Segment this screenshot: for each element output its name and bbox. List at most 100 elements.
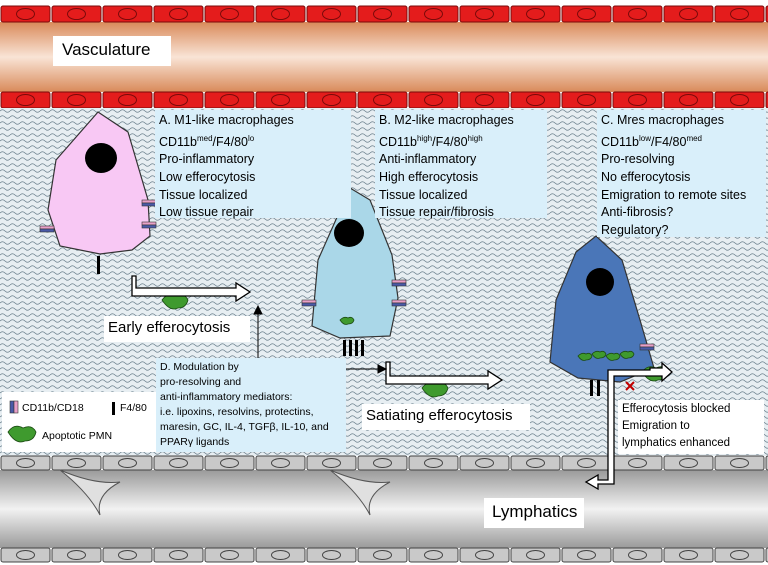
lymphatic-endothelial-cell-nucleus [373, 458, 392, 468]
early-efferocytosis-label-box [104, 316, 250, 342]
lymphatic-endothelial-cell-nucleus [220, 458, 239, 468]
lymphatic-endothelial-cell-nucleus [679, 550, 698, 560]
box-b-line-1: Anti-inflammatory [379, 152, 477, 167]
lymphatics-label: Lymphatics [492, 502, 578, 521]
lymphatic-endothelial-cell-nucleus [526, 458, 545, 468]
lymphatic-endothelial-cell-nucleus [475, 550, 494, 560]
lymphatic-endothelial-cell-nucleus [628, 458, 647, 468]
vasculature-label: Vasculature [62, 40, 151, 59]
lymphatic-endothelial-cell-nucleus [67, 550, 86, 560]
lymphatic-endothelial-cell-nucleus [730, 458, 749, 468]
box-d-line-5: maresin, GC, IL-4, TGFβ, IL-10, and [160, 421, 329, 433]
endothelial-cell-nucleus [526, 8, 545, 20]
m2-nucleus [334, 219, 364, 247]
box-b-marker: CD11bhigh/F4/80high [379, 133, 483, 149]
endothelial-cell-nucleus [577, 94, 596, 106]
legend-f480-symbol [112, 402, 115, 415]
endothelial-cell-nucleus [730, 94, 749, 106]
box-c-mres: C. Mres macrophages CD11blow/F4/80med Pr… [597, 110, 766, 237]
satiating-efferocytosis-arrow [385, 361, 504, 391]
endothelial-cell-nucleus [628, 94, 647, 106]
box-a-line-4: Low tissue repair [159, 205, 254, 220]
endothelial-cell-nucleus [424, 8, 443, 20]
blocked-mark [625, 381, 635, 391]
lymphatic-endothelial-cell-nucleus [475, 458, 494, 468]
endothelial-cell-nucleus [118, 8, 137, 20]
endothelial-cell-nucleus [169, 94, 188, 106]
box-a-m1: A. M1-like macrophages CD11bmed/F4/80lo … [155, 110, 351, 219]
endothelial-cell-nucleus [67, 8, 86, 20]
box-a-title: A. M1-like macrophages [159, 113, 294, 127]
box-b-line-2: High efferocytosis [379, 169, 479, 184]
box-b-m2: B. M2-like macrophages CD11bhigh/F4/80hi… [375, 110, 547, 219]
lymphatic-endothelial-cell-nucleus [271, 550, 290, 560]
box-d-line-6: PPARγ ligands [160, 436, 230, 448]
lymphatics-label-box [484, 498, 584, 528]
lymphatic-endothelial-cell-nucleus [628, 550, 647, 560]
lymphatic-endothelium-top [0, 455, 768, 471]
box-c-line-1: Pro-resolving [601, 152, 675, 167]
endothelial-cell-nucleus [475, 94, 494, 106]
lymphatic-endothelial-cell-nucleus [322, 458, 341, 468]
legend-pmn-symbol [7, 425, 37, 443]
lymphatic-endothelial-cell-nucleus [730, 550, 749, 560]
lymphatic-endothelial-cell-nucleus [169, 458, 188, 468]
box-d-line-3: anti-inflammatory mediators: [160, 391, 293, 403]
lymphatic-endothelial-cell-nucleus [169, 550, 188, 560]
early-efferocytosis-label: Early efferocytosis [108, 319, 231, 336]
cd11b-receptors [39, 199, 655, 351]
box-c-line-3: Emigration to remote sites [601, 187, 747, 202]
box-d-modulation: D. Modulation by pro-resolving and anti-… [156, 358, 346, 452]
mres-nucleus [586, 268, 614, 296]
lymphatic-endothelial-cell-nucleus [322, 550, 341, 560]
lymphatic-endothelial-cell-nucleus [118, 458, 137, 468]
lymphatic-endothelial-cell-nucleus [577, 550, 596, 560]
box-d-line-4: i.e. lipoxins, resolvins, protectins, [160, 406, 314, 418]
endothelial-cell-nucleus [118, 94, 137, 106]
box-c-line-5: Regulatory? [601, 222, 669, 237]
outcome-line-2: Emigration to [622, 420, 690, 432]
endothelial-cell-nucleus [475, 8, 494, 20]
lymphatic-endothelial-cell-nucleus [424, 458, 443, 468]
endothelial-cell-nucleus [577, 8, 596, 20]
lymphatic-endothelial-cell-nucleus [271, 458, 290, 468]
endothelial-cell-nucleus [322, 94, 341, 106]
lymphatic-endothelial-cell-nucleus [526, 550, 545, 560]
lymphatic-endothelial-cell-nucleus [16, 458, 35, 468]
box-a-line-2: Low efferocytosis [159, 169, 256, 184]
endothelial-cell-nucleus [373, 8, 392, 20]
box-c-line-2: No efferocytosis [601, 169, 691, 184]
box-b-line-4: Tissue repair/fibrosis [379, 205, 494, 220]
lymphatic-endothelial-cell-nucleus [67, 458, 86, 468]
lymphatic-endothelial-cell-nucleus [373, 550, 392, 560]
endothelial-cell-nucleus [373, 94, 392, 106]
mediator-arrows [253, 304, 388, 374]
lymphatic-valve-2 [329, 469, 391, 516]
lymphatic-endothelial-cell-nucleus [577, 458, 596, 468]
legend-cd11b-symbol [9, 400, 19, 414]
lymphatic-endothelium-bottom [0, 547, 768, 563]
satiating-efferocytosis-label: Satiating efferocytosis [366, 407, 513, 424]
lymphatic-endothelial-cell-nucleus [118, 550, 137, 560]
m1-macrophage-cell [47, 111, 151, 255]
outcome-line-1: Efferocytosis blocked [622, 403, 731, 415]
box-c-line-4: Anti-fibrosis? [601, 205, 674, 220]
vasculature-label-box [53, 36, 171, 66]
endothelial-cell-nucleus [526, 94, 545, 106]
lymphatic-vessel [0, 455, 768, 563]
box-d-line-2: pro-resolving and [160, 376, 242, 388]
box-a-marker: CD11bmed/F4/80lo [159, 133, 255, 149]
endothelium-bottom [0, 91, 768, 109]
f480-markers [97, 256, 600, 396]
box-a-line-3: Tissue localized [159, 187, 248, 202]
legend-f480-label: F4/80 [120, 402, 147, 414]
endothelium-top [0, 5, 768, 23]
outcome-box: Efferocytosis blocked Emigration to lymp… [618, 400, 764, 454]
endothelial-cell-nucleus [322, 8, 341, 20]
legend-pmn-label: Apoptotic PMN [42, 430, 113, 442]
box-b-title: B. M2-like macrophages [379, 113, 514, 127]
lymphatic-endothelial-cell-nucleus [424, 550, 443, 560]
endothelial-cell-nucleus [271, 94, 290, 106]
emigration-arrow [584, 361, 673, 491]
